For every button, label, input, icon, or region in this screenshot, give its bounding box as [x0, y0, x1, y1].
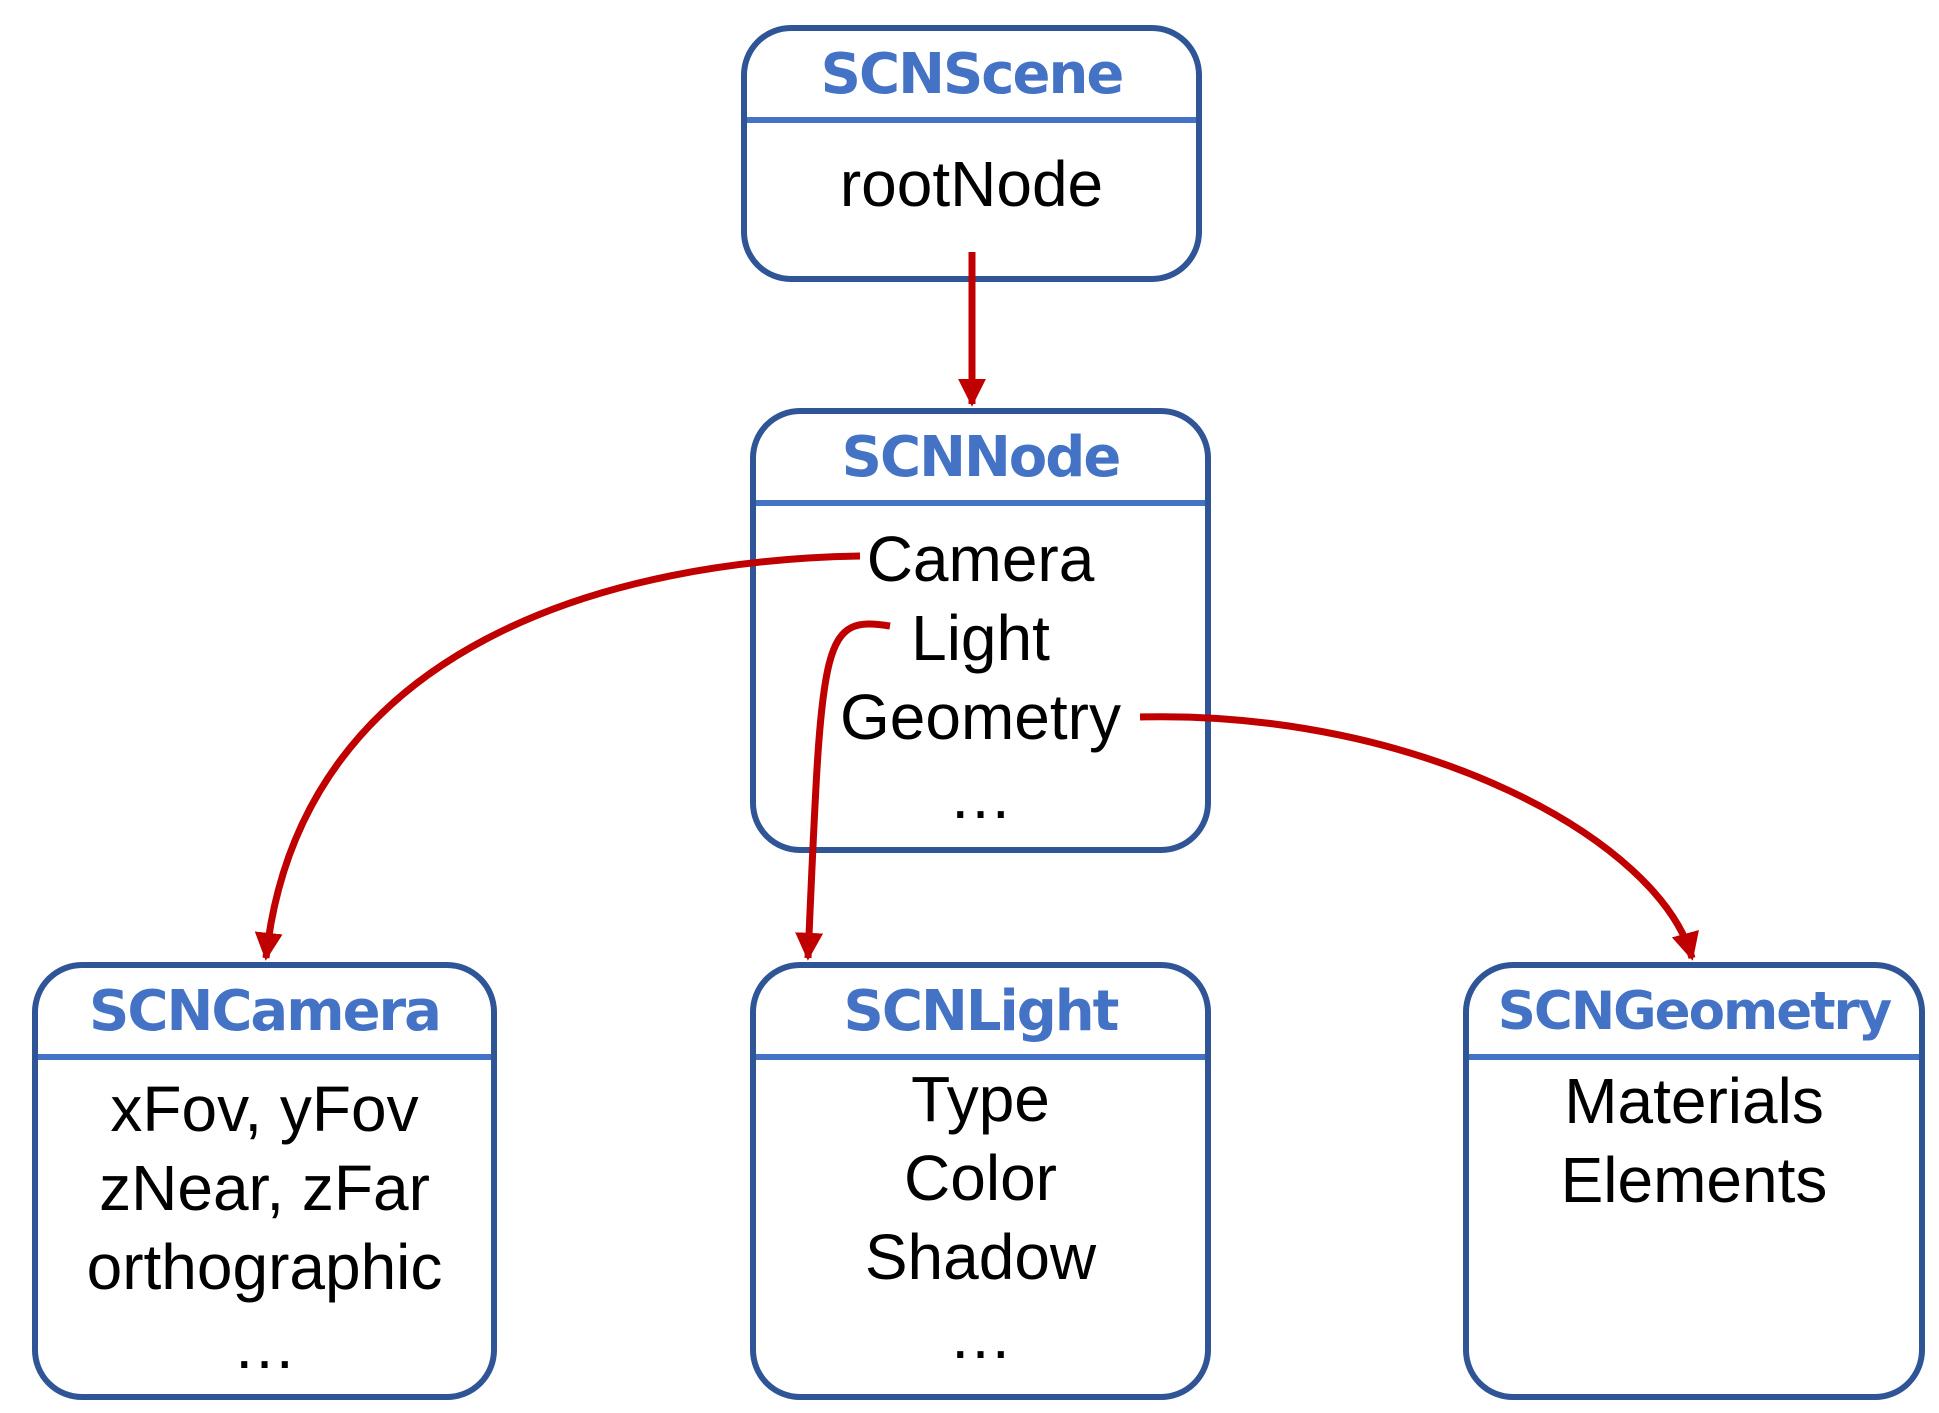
arrow-geometry-to-scngeometry [1139, 713, 1699, 961]
scncamera-box: SCNCamera xFov, yFov zNear, zFar orthogr… [32, 962, 497, 1400]
property-ellipsis: … [948, 760, 1013, 832]
property-color: Color [904, 1142, 1057, 1214]
property-clipping: zNear, zFar [99, 1152, 430, 1224]
property-geometry: Geometry [840, 681, 1121, 753]
property-rootnode: rootNode [839, 148, 1104, 220]
scncamera-title: SCNCamera [38, 968, 491, 1060]
scncamera-properties: xFov, yFov zNear, zFar orthographic … [38, 1060, 491, 1386]
property-shadow: Shadow [864, 1221, 1097, 1293]
scngeometry-properties: Materials Elements [1469, 1060, 1919, 1220]
scnscene-title: SCNScene [747, 31, 1196, 123]
property-fov: xFov, yFov [110, 1073, 419, 1145]
scnnode-box: SCNNode Camera Light Geometry … [750, 408, 1211, 853]
property-materials: Materials [1564, 1065, 1824, 1137]
scnscene-box: SCNScene rootNode [741, 25, 1202, 282]
scngeometry-title: SCNGeometry [1469, 968, 1919, 1060]
scnscene-properties: rootNode [747, 123, 1196, 224]
property-ellipsis: … [232, 1310, 297, 1382]
property-elements: Elements [1560, 1144, 1828, 1216]
property-ellipsis: … [948, 1300, 1013, 1372]
property-camera: Camera [866, 523, 1095, 595]
scnlight-title: SCNLight [756, 968, 1205, 1060]
scnnode-properties: Camera Light Geometry … [756, 506, 1205, 836]
scngeometry-box: SCNGeometry Materials Elements [1463, 962, 1925, 1400]
scnnode-title: SCNNode [756, 414, 1205, 506]
property-type: Type [911, 1063, 1050, 1135]
scnlight-box: SCNLight Type Color Shadow … [750, 962, 1211, 1400]
property-orthographic: orthographic [86, 1231, 443, 1303]
scnlight-properties: Type Color Shadow … [756, 1060, 1205, 1376]
property-light: Light [911, 602, 1050, 674]
